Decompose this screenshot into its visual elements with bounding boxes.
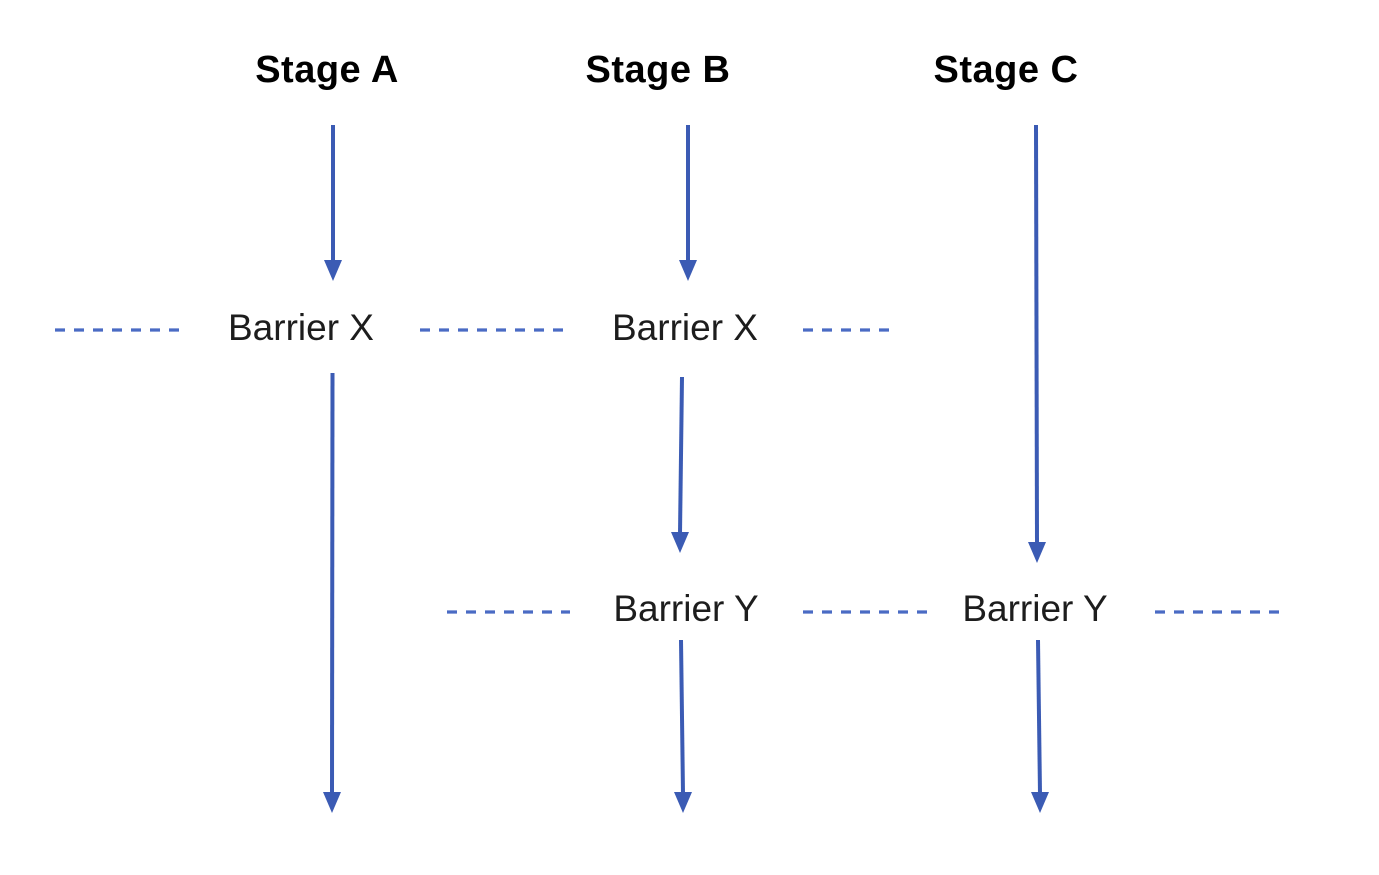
stage-a-arrowhead-2 <box>323 792 341 813</box>
stage-b-arrowhead-2 <box>671 532 689 553</box>
stage-a-label: Stage A <box>255 49 399 91</box>
stage-b-arrowhead-3 <box>674 792 692 813</box>
stage-c-arrowhead-2 <box>1031 792 1049 813</box>
stage-b-arrow-segment-2 <box>678 376 684 535</box>
barrier-y-label-2: Barrier Y <box>962 588 1108 629</box>
barrier-x-label-2: Barrier X <box>612 307 758 348</box>
stage-c-label: Stage C <box>933 49 1079 91</box>
stage-b-arrow-segment-3 <box>679 639 685 795</box>
stage-c-arrowhead-1 <box>1028 542 1046 563</box>
stage-c-arrow-segment-2 <box>1036 639 1042 795</box>
stage-b-arrowhead-1 <box>679 260 697 281</box>
stage-c-arrow-segment-1 <box>1034 124 1039 545</box>
stage-a-arrow-segment-2 <box>330 372 335 795</box>
stage-a-arrowhead-1 <box>324 260 342 281</box>
barrier-x-label-1: Barrier X <box>228 307 374 348</box>
barrier-y-label-1: Barrier Y <box>613 588 759 629</box>
stage-b-label: Stage B <box>585 49 731 91</box>
